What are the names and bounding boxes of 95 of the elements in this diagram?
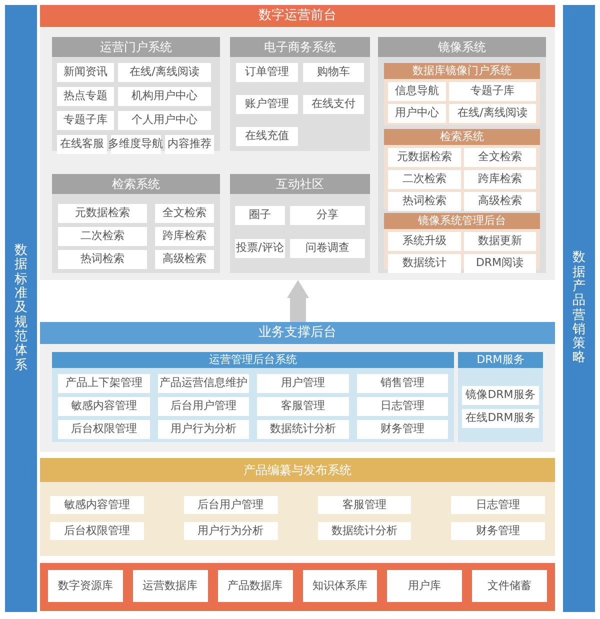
item-box: 数据统计分析 (257, 420, 348, 439)
panel-header: 数据库镜像门户系统 (384, 63, 540, 79)
item-box: 热词检索 (58, 250, 147, 269)
item-box: 问卷调查 (290, 239, 365, 258)
item-box: 用户中心 (388, 104, 446, 123)
panel (40, 458, 555, 556)
panel-header: 镜像系统 (378, 37, 546, 57)
side-bar: 数据标准及规范体系 (5, 5, 37, 612)
panel-header: 运营门户系统 (52, 37, 220, 57)
item-box: 投票/评论 (235, 239, 285, 258)
item-box: 在线支付 (302, 95, 364, 114)
panel (52, 37, 220, 151)
item-box: 客服管理 (318, 496, 412, 514)
item-box: 热词检索 (388, 192, 460, 211)
item-box: 后台用户管理 (158, 397, 249, 416)
item-box: 后台用户管理 (184, 496, 278, 514)
panel-header: DRM服务 (458, 352, 543, 368)
panel-header: 业务支撑后台 (40, 322, 555, 344)
item-box: 在线/离线阅读 (118, 63, 212, 82)
item-box: 圈子 (235, 206, 285, 225)
item-box: 敏感内容管理 (58, 397, 150, 416)
item-box: 专题子库 (57, 111, 114, 130)
item-box: 客服管理 (257, 397, 348, 416)
band (40, 563, 555, 611)
item-box: 镜像DRM服务 (462, 386, 539, 405)
item-box: 后台权限管理 (50, 522, 144, 540)
panel-header: 数字运营前台 (40, 5, 555, 27)
panel (52, 352, 454, 442)
item-box: 用户行为分析 (158, 420, 249, 439)
arrow (287, 280, 309, 322)
item-box: 文件储蓄 (472, 570, 547, 602)
item-box: 信息导航 (388, 82, 446, 101)
panel (52, 174, 220, 273)
item-box: 数据更新 (464, 232, 536, 251)
item-box: 元数据检索 (58, 204, 147, 223)
item-box: 分享 (290, 206, 365, 225)
item-box: DRM阅读 (464, 254, 536, 273)
item-box: 元数据检索 (388, 148, 460, 167)
item-box: 运营数据库 (132, 570, 208, 602)
item-box: 内容推荐 (164, 135, 214, 154)
item-box: 专题子库 (449, 82, 536, 101)
item-box: 系统升级 (388, 232, 460, 251)
item-box: 数据统计 (388, 254, 460, 273)
item-box: 全文检索 (464, 148, 536, 167)
panel (458, 352, 543, 442)
panel-header: 电子商务系统 (230, 37, 370, 57)
item-box: 机构用户中心 (118, 87, 212, 106)
panel (378, 37, 546, 273)
item-box: 多维度导航 (110, 135, 161, 154)
panel-header: 运营管理后台系统 (52, 352, 454, 368)
panel (384, 63, 540, 125)
item-box: 产品运营信息维护 (158, 374, 249, 393)
item-box: 订单管理 (236, 63, 298, 82)
item-box: 跨库检索 (154, 227, 214, 246)
item-box: 在线客服 (57, 135, 107, 154)
item-box: 数字资源库 (48, 570, 123, 602)
item-box: 跨库检索 (464, 170, 536, 189)
item-box: 新闻资讯 (57, 63, 114, 82)
item-box: 热点专题 (57, 87, 114, 106)
item-box: 产品数据库 (218, 570, 292, 602)
item-box: 在线DRM服务 (462, 409, 539, 428)
item-box: 用户行为分析 (184, 522, 278, 540)
item-box: 二次检索 (58, 227, 147, 246)
item-box: 销售管理 (356, 374, 448, 393)
item-box: 账户管理 (236, 95, 298, 114)
panel-header: 镜像系统管理后台 (384, 213, 540, 229)
item-box: 财务管理 (356, 420, 448, 439)
item-box: 二次检索 (388, 170, 460, 189)
panel (40, 322, 555, 452)
item-box: 全文检索 (154, 204, 214, 223)
item-box: 后台权限管理 (58, 420, 150, 439)
panel (230, 37, 370, 151)
panel-header: 产品编纂与发布系统 (40, 458, 555, 482)
item-box: 用户库 (387, 570, 462, 602)
side-bar: 数据产品营销策略 (563, 5, 595, 612)
panel-header: 检索系统 (384, 129, 540, 145)
panel (40, 5, 555, 280)
item-box: 用户管理 (257, 374, 348, 393)
item-box: 高级检索 (464, 192, 536, 211)
item-box: 产品上下架管理 (58, 374, 150, 393)
item-box: 高级检索 (154, 250, 214, 269)
item-box: 购物车 (302, 63, 364, 82)
item-box: 日志管理 (356, 397, 448, 416)
panel-header: 检索系统 (52, 174, 220, 194)
item-box: 知识体系库 (302, 570, 378, 602)
item-box: 在线/离线阅读 (449, 104, 536, 123)
panel (230, 174, 370, 273)
panel (384, 129, 540, 209)
item-box: 敏感内容管理 (50, 496, 144, 514)
item-box: 财务管理 (451, 522, 545, 540)
item-box: 数据统计分析 (318, 522, 412, 540)
item-box: 在线充值 (236, 127, 298, 146)
item-box: 个人用户中心 (118, 111, 212, 130)
panel-header: 互动社区 (230, 174, 370, 194)
item-box: 日志管理 (451, 496, 545, 514)
